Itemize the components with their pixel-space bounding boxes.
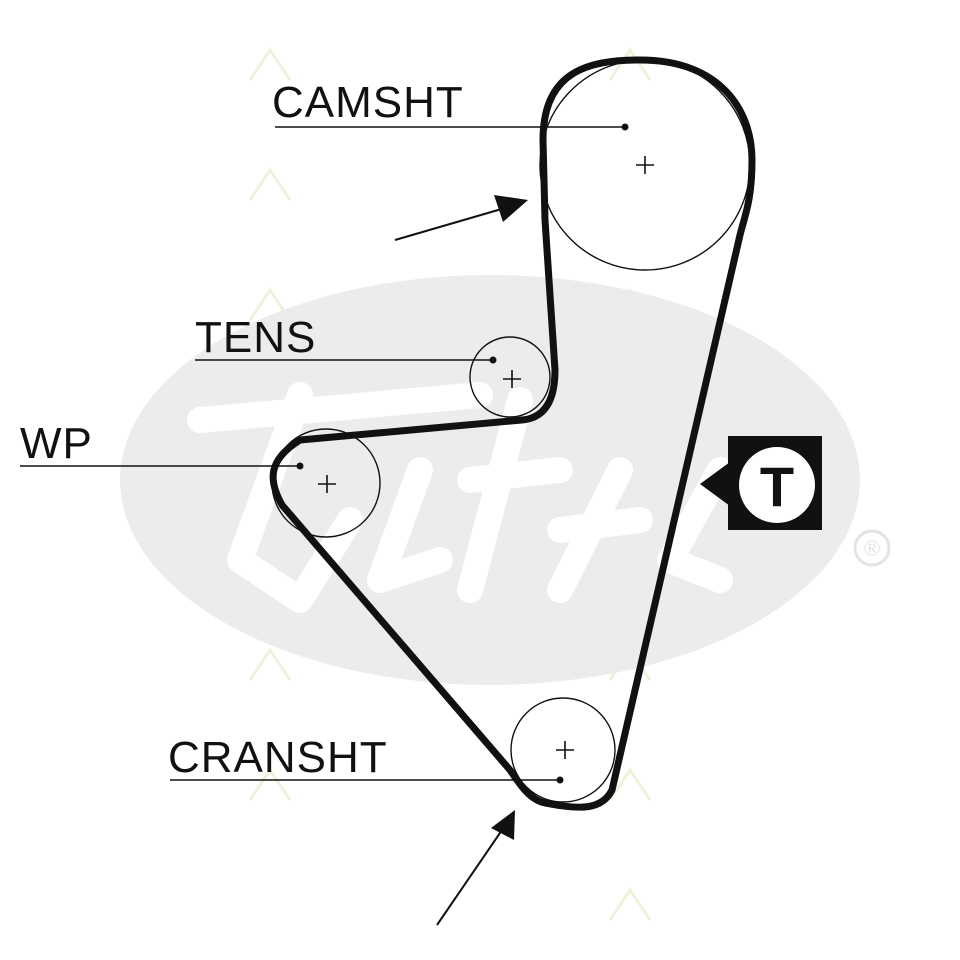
registered-mark-icon <box>853 529 891 567</box>
tension-badge: T <box>700 436 822 530</box>
crankshaft-label: CRANSHT <box>168 733 388 782</box>
center-marks <box>318 156 654 759</box>
plus-icon <box>318 475 336 493</box>
direction-arrow-lower <box>436 810 515 926</box>
plus-icon <box>636 156 654 174</box>
crankshaft-pulley <box>510 697 616 803</box>
camshaft-label: CAMSHT <box>272 78 464 127</box>
leader-dots <box>296 123 629 784</box>
water-pump-label: WP <box>20 419 93 468</box>
tensioner-label: TENS <box>195 313 316 362</box>
tension-badge-letter: T <box>760 455 794 518</box>
timing-belt <box>269 56 756 811</box>
tension-badge-circle <box>739 447 815 523</box>
tension-pointer-icon <box>700 462 730 506</box>
tensioner-pulley <box>469 336 551 418</box>
arrow-head-icon <box>494 195 528 222</box>
registered-mark-text: ® <box>864 536 880 561</box>
plus-icon <box>503 370 521 388</box>
watermark-logo: ® <box>120 275 891 685</box>
plus-icon <box>556 741 574 759</box>
direction-arrow-upper <box>394 195 528 241</box>
arrow-head-icon <box>491 810 515 840</box>
leader-lines <box>20 126 625 781</box>
